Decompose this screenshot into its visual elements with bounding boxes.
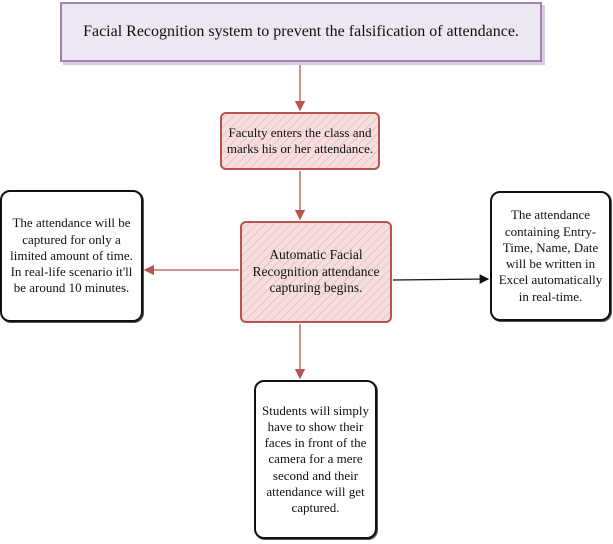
diagram-title-box: Facial Recognition system to prevent the… bbox=[60, 2, 542, 62]
excel-output-text: The attendance containing Entry-Time, Na… bbox=[498, 207, 603, 304]
excel-output-box: The attendance containing Entry-Time, Na… bbox=[490, 191, 611, 321]
auto-capture-text: Automatic Facial Recognition attendance … bbox=[252, 246, 380, 296]
faculty-step-box: Faculty enters the class and marks his o… bbox=[220, 112, 380, 170]
diagram-title: Facial Recognition system to prevent the… bbox=[83, 23, 519, 40]
faculty-step-text: Faculty enters the class and marks his o… bbox=[226, 124, 374, 156]
auto-capture-box: Automatic Facial Recognition attendance … bbox=[240, 221, 392, 323]
students-step-box: Students will simply have to show their … bbox=[254, 380, 377, 539]
students-step-text: Students will simply have to show their … bbox=[262, 402, 369, 516]
arrow-auto-to-excel bbox=[392, 274, 490, 284]
time-limit-note-box: The attendance will be captured for only… bbox=[0, 190, 143, 322]
time-limit-note-text: The attendance will be captured for only… bbox=[10, 215, 133, 296]
